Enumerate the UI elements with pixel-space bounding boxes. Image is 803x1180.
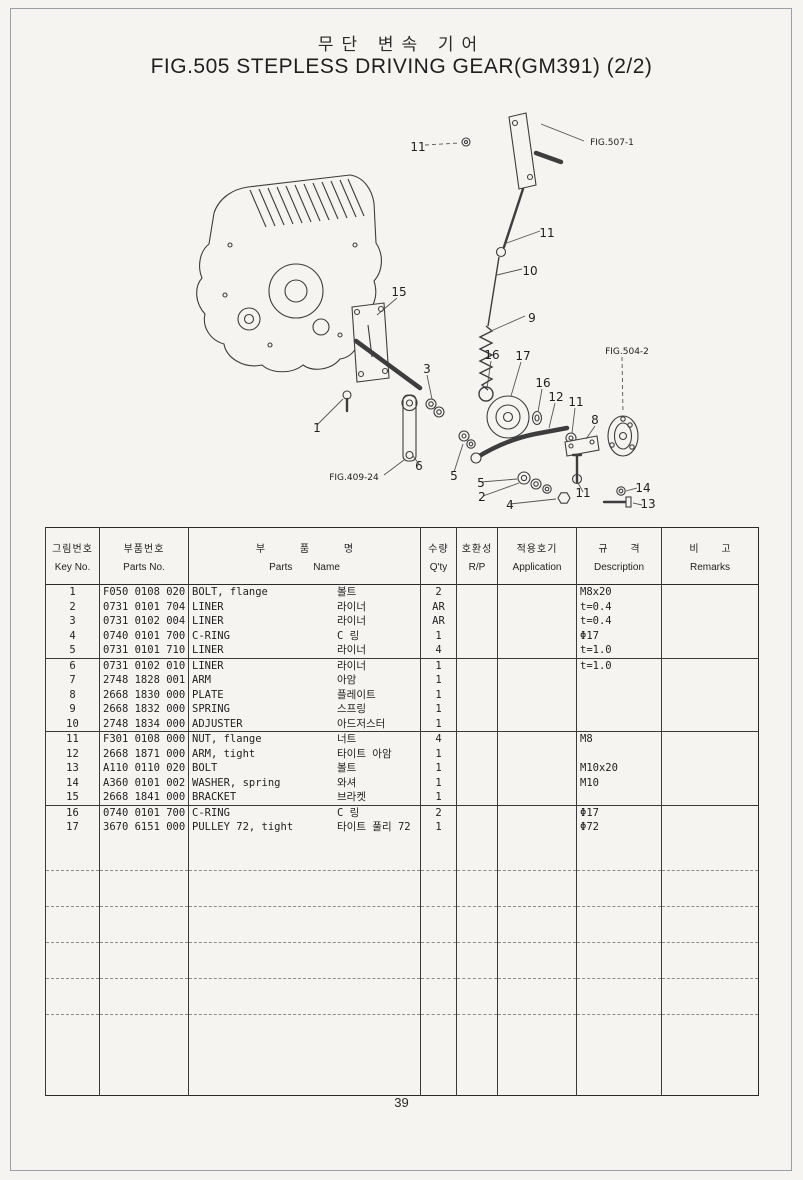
arm-drawing — [401, 394, 445, 462]
empty-row — [45, 870, 759, 907]
part-callout: 11 — [539, 226, 554, 240]
part-callout: 6 — [415, 459, 423, 473]
part-callout: 8 — [591, 413, 599, 427]
part-callout: 11 — [575, 486, 590, 500]
empty-row — [45, 906, 759, 943]
part-callout: 4 — [506, 498, 514, 512]
part-callout: 3 — [423, 362, 431, 376]
top-rod-drawing — [461, 112, 564, 391]
part-callout: 10 — [522, 264, 537, 278]
part-callout: FIG.409-24 — [329, 473, 379, 483]
part-callout: 11 — [410, 140, 425, 154]
part-callout: 13 — [640, 497, 655, 511]
tight-arm-drawing — [470, 425, 600, 464]
leader-lines — [316, 123, 643, 506]
part-callout: 16 — [484, 348, 499, 362]
part-callout: 5 — [450, 469, 458, 483]
part-callout: 5 — [477, 476, 485, 490]
page-title: FIG.505 STEPLESS DRIVING GEAR(GM391) (2/… — [150, 55, 653, 78]
empty-row — [45, 1014, 759, 1095]
page-number: 39 — [394, 1095, 409, 1110]
part-callout: FIG.504-2 — [605, 347, 649, 357]
part-callout: 14 — [635, 481, 650, 495]
part-callout: 1 — [313, 421, 321, 435]
part-callout: 2 — [478, 490, 486, 504]
part-callout: 15 — [391, 285, 406, 299]
pulley-drawing — [478, 386, 543, 439]
part-callout: 12 — [548, 390, 563, 404]
bracket-drawing — [342, 302, 423, 413]
part-callout: 17 — [515, 349, 530, 363]
title-korean: 무단 변속 기어 — [317, 35, 486, 54]
part-callout: 16 — [535, 376, 550, 390]
hardware-drawing — [458, 430, 632, 508]
empty-row — [45, 942, 759, 979]
cooling-fins — [249, 178, 365, 228]
part-callout: 9 — [528, 311, 536, 325]
empty-row — [45, 834, 759, 871]
empty-row — [45, 978, 759, 1015]
part-callout: 11 — [568, 395, 583, 409]
part-callout: FIG.507-1 — [590, 138, 634, 148]
engine-case-drawing — [196, 174, 382, 373]
fig504-assembly-drawing — [607, 415, 639, 457]
